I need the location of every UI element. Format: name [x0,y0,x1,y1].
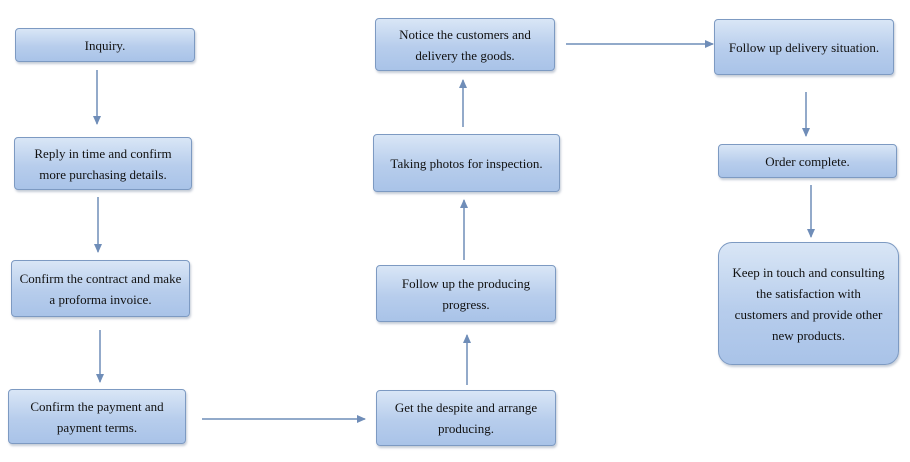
node-reply: Reply in time and confirm more purchasin… [14,137,192,190]
node-complete-label: Order complete. [765,153,850,169]
node-progress-label: Follow up the producing progress. [401,275,531,312]
node-despite-label: Get the despite and arrange producing. [394,400,538,436]
node-inquiry-label: Inquiry. [84,37,126,53]
node-notice: Notice the customers and delivery the go… [375,18,555,71]
node-complete: Order complete. [718,144,897,178]
node-reply-label: Reply in time and confirm more purchasin… [34,145,172,182]
node-delivery-label: Follow up delivery situation. [728,39,880,55]
node-photos: Taking photos for inspection. [373,134,560,192]
node-payment-label: Confirm the payment and payment terms. [30,398,164,435]
node-despite: Get the despite and arrange producing. [376,390,556,446]
node-contract-label: Confirm the contract and make a proforma… [19,270,182,307]
node-keep-in-touch-label: Keep in touch and consulting the satisfa… [732,264,885,343]
node-contract: Confirm the contract and make a proforma… [11,260,190,317]
node-photos-label: Taking photos for inspection. [390,155,543,171]
node-progress: Follow up the producing progress. [376,265,556,322]
node-delivery: Follow up delivery situation. [714,19,894,75]
node-keep-in-touch: Keep in touch and consulting the satisfa… [718,242,899,365]
node-inquiry: Inquiry. [15,28,195,62]
node-notice-label: Notice the customers and delivery the go… [399,26,531,63]
node-payment: Confirm the payment and payment terms. [8,389,186,444]
